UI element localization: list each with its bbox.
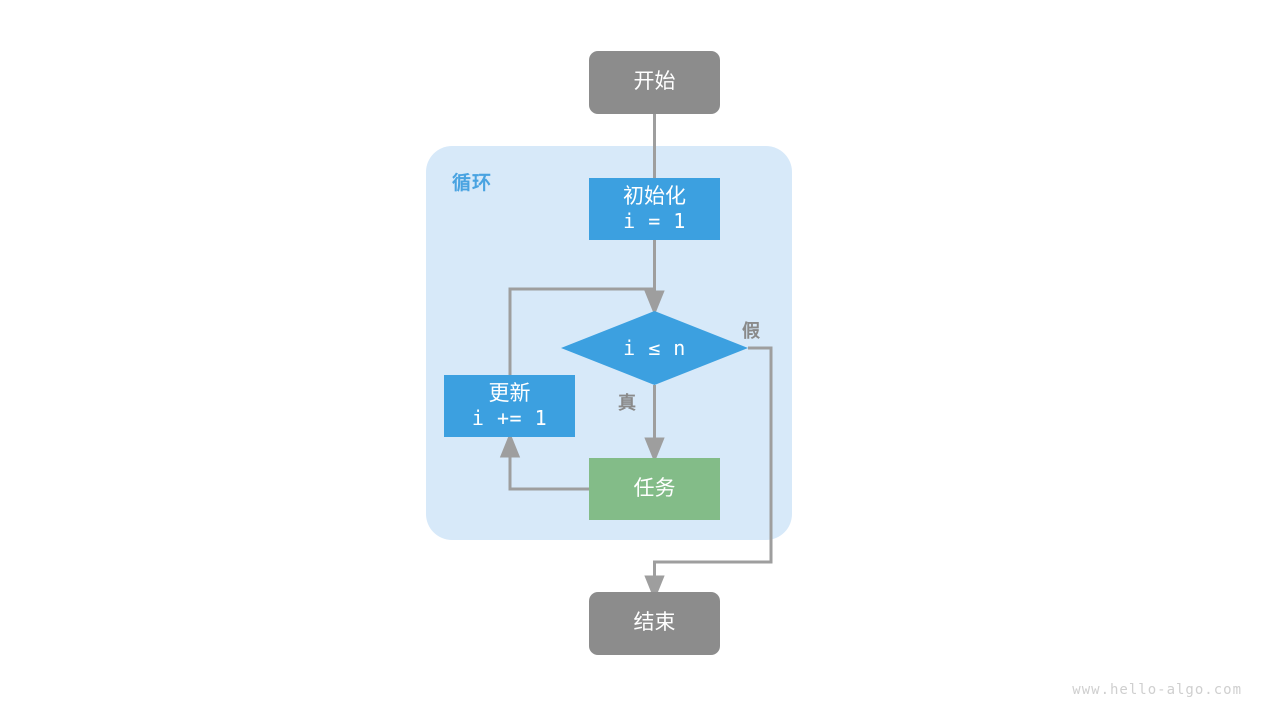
- end-node-shape[interactable]: [589, 592, 720, 655]
- edge-label-true: 真: [618, 393, 636, 413]
- loop-container-label: 循环: [452, 173, 493, 194]
- condition-node-shape[interactable]: [561, 311, 748, 385]
- edge-condition-to-end-false: [644, 346, 773, 601]
- update-node-shape[interactable]: [444, 375, 575, 437]
- watermark: www.hello-algo.com: [1072, 682, 1242, 698]
- edge-update-to-condition-loopback: [508, 287, 655, 375]
- init-node-shape[interactable]: [589, 178, 720, 240]
- start-node-shape[interactable]: [589, 51, 720, 114]
- task-node-shape[interactable]: [589, 458, 720, 520]
- edge-task-to-update: [499, 432, 589, 491]
- edge-label-false: 假: [742, 321, 760, 341]
